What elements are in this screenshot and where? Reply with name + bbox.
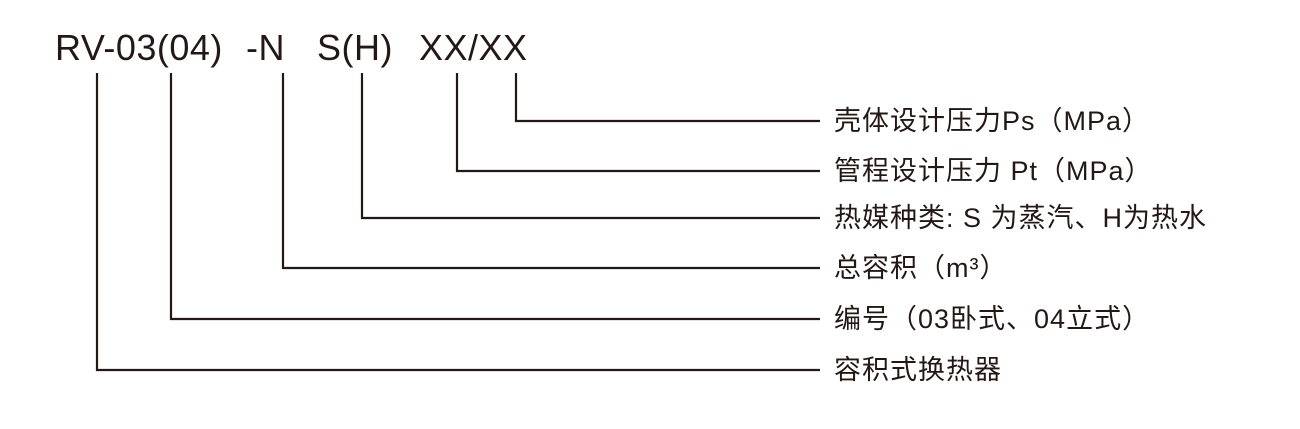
- label-shell-design-pressure: 壳体设计压力Ps（MPa）: [834, 106, 1151, 136]
- model-code: RV-03(04) -N S(H) XX/XX: [0, 27, 1300, 69]
- connector-exchanger-type: [95, 73, 820, 372]
- model-segment-pressures: XX/XX: [419, 27, 528, 68]
- connector-total-volume: [281, 73, 820, 270]
- connector-model-number: [169, 73, 820, 321]
- connector-shell-design-pressure: [514, 73, 820, 123]
- label-heating-medium-type: 热媒种类: S 为蒸汽、H为热水: [834, 203, 1208, 233]
- label-total-volume: 总容积（m³）: [834, 253, 1008, 283]
- label-model-number: 编号（03卧式、04立式）: [834, 304, 1151, 334]
- connector-heating-medium-type: [360, 73, 820, 220]
- model-segment-volume: -N: [246, 27, 285, 68]
- label-exchanger-type: 容积式换热器: [834, 355, 1002, 385]
- model-segment-series: RV-03(04): [55, 27, 223, 68]
- model-segment-medium: S(H): [317, 27, 393, 68]
- label-tube-design-pressure: 管程设计压力 Pt（MPa）: [834, 156, 1153, 186]
- connector-tube-design-pressure: [455, 73, 820, 173]
